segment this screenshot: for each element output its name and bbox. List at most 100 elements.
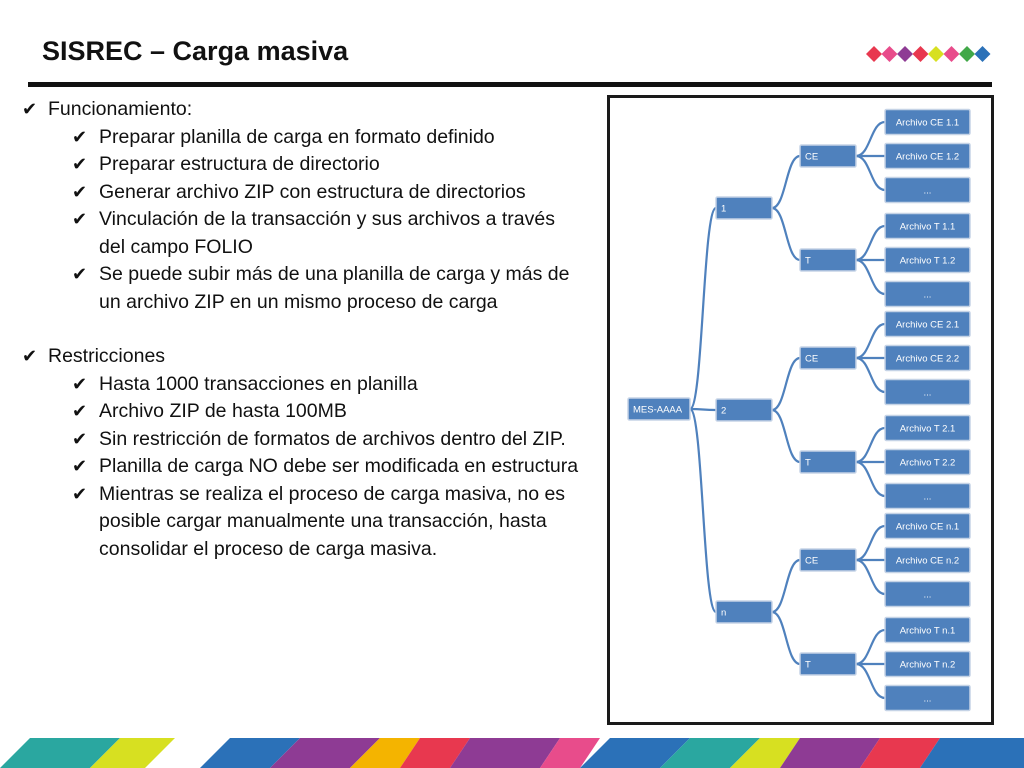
bullet-text: Funcionamiento:	[48, 98, 193, 120]
checkmark-icon: ✔	[72, 401, 88, 421]
brand-diamond	[943, 46, 960, 62]
svg-text:Archivo CE 1.1: Archivo CE 1.1	[896, 118, 959, 129]
svg-text:Archivo T 2.1: Archivo T 2.1	[900, 424, 956, 435]
brand-diamond	[912, 46, 929, 62]
checkmark-icon: ✔	[72, 181, 88, 202]
file-node: ...	[884, 176, 971, 204]
file-node: Archivo T n.1	[884, 616, 971, 644]
svg-text:n: n	[721, 608, 726, 619]
svg-text:1: 1	[721, 204, 726, 215]
brand-diamond	[928, 46, 944, 62]
svg-text:CE: CE	[805, 152, 818, 163]
tree-connector	[771, 408, 801, 464]
svg-text:T: T	[805, 458, 811, 469]
sub-bullet-item: ✔ Archivo ZIP de hasta 100MB	[20, 398, 580, 426]
svg-text:T: T	[805, 256, 811, 267]
root-folder-node: MES-AAAA	[627, 397, 691, 421]
svg-text:...: ...	[924, 590, 932, 601]
svg-text:Archivo CE 1.2: Archivo CE 1.2	[896, 152, 959, 163]
svg-text:Archivo CE n.1: Archivo CE n.1	[896, 522, 959, 533]
tree-connector	[771, 206, 801, 262]
file-node: ...	[884, 684, 971, 712]
checkmark-icon: ✔	[72, 126, 88, 147]
svg-text:...: ...	[924, 388, 932, 399]
bullet-text: Generar archivo ZIP con estructura de di…	[99, 180, 526, 203]
brand-diamond	[866, 46, 882, 62]
bullet-text: Sin restricción de formatos de archivos …	[99, 427, 566, 450]
svg-text:Archivo CE n.2: Archivo CE n.2	[896, 556, 959, 567]
tree-connector	[688, 206, 718, 411]
bullet-list: ✔Funcionamiento:✔Preparar planilla de ca…	[20, 96, 580, 563]
checkmark-icon: ✔	[72, 209, 88, 229]
checkmark-icon: ✔	[72, 264, 88, 284]
tree-connector	[855, 628, 886, 666]
bullet-text: Archivo ZIP de hasta 100MB	[99, 400, 347, 422]
tree-connector	[855, 524, 886, 562]
file-node: ...	[884, 580, 971, 608]
brand-diamond	[974, 46, 991, 62]
checkmark-icon: ✔	[72, 154, 88, 174]
svg-text:...: ...	[924, 694, 932, 705]
file-node: Archivo T 2.2	[884, 448, 971, 476]
subfolder-node: T	[799, 652, 857, 676]
bullet-text: Restricciones	[48, 345, 166, 367]
svg-text:Archivo T 1.1: Archivo T 1.1	[900, 222, 956, 233]
svg-text:MES-AAAA: MES-AAAA	[633, 405, 683, 416]
folder-node: 2	[715, 398, 773, 422]
svg-text:Archivo CE 2.2: Archivo CE 2.2	[896, 354, 959, 365]
file-node: Archivo T 2.1	[884, 414, 971, 442]
tree-connector	[771, 610, 801, 666]
sub-bullet-item: ✔ Se puede subir más de una planilla de c…	[20, 261, 580, 316]
svg-text:...: ...	[924, 186, 932, 197]
bullet-spacer	[20, 316, 580, 343]
file-node: Archivo T 1.2	[884, 246, 971, 274]
file-node: ...	[884, 378, 971, 406]
svg-text:Archivo T 1.2: Archivo T 1.2	[900, 256, 956, 267]
tree-connector	[855, 224, 886, 262]
bullet-text: Planilla de carga NO debe ser modificada…	[99, 455, 579, 477]
tree-connector	[855, 426, 886, 464]
sub-bullet-item: ✔Hasta 1000 transacciones en planilla	[20, 371, 580, 399]
file-node: Archivo CE 1.1	[884, 108, 971, 136]
checkmark-icon: ✔	[72, 373, 88, 394]
file-node: Archivo CE 2.2	[884, 344, 971, 372]
file-node: Archivo T 1.1	[884, 212, 971, 240]
checkmark-icon: ✔	[72, 456, 88, 476]
tree-connector	[855, 322, 886, 360]
brand-diamond	[959, 46, 975, 62]
sub-bullet-item: ✔ Generar archivo ZIP con estructura de d…	[20, 179, 580, 207]
checkmark-icon: ✔	[72, 483, 88, 504]
sub-bullet-item: ✔ Mientras se realiza el proceso de carga…	[20, 481, 580, 564]
tree-connector	[771, 154, 801, 210]
folder-node: 1	[715, 196, 773, 220]
bullet-text: Vinculación de la transacción y sus arch…	[99, 208, 555, 258]
subfolder-node: CE	[799, 548, 857, 572]
bullet-text: Preparar estructura de directorio	[99, 153, 380, 175]
sub-bullet-item: ✔ Vinculación de la transacción y sus arc…	[20, 206, 580, 261]
bullet-item: ✔Funcionamiento:	[20, 96, 580, 124]
tree-connector	[855, 662, 886, 700]
sub-bullet-item: ✔Sin restricción de formatos de archivos…	[20, 426, 580, 454]
slide-title: SISREC – Carga masiva	[42, 36, 349, 66]
tree-connector	[855, 558, 886, 596]
svg-text:CE: CE	[805, 556, 818, 567]
tree-connector	[771, 558, 801, 614]
file-node: Archivo CE n.2	[884, 546, 971, 574]
checkmark-icon: ✔	[22, 346, 38, 366]
bullet-text: Se puede subir más de una planilla de ca…	[99, 263, 570, 313]
footer-color-band	[0, 738, 1024, 768]
bullet-text: Preparar planilla de carga en formato de…	[99, 125, 495, 148]
brand-diamond	[881, 46, 898, 62]
folder-node: n	[715, 600, 773, 624]
tree-connector	[855, 154, 886, 192]
brand-diamonds-logo	[866, 46, 991, 62]
file-node: Archivo CE 2.1	[884, 310, 971, 338]
svg-text:2: 2	[721, 406, 726, 417]
sub-bullet-item: ✔ Preparar estructura de directorio	[20, 151, 580, 179]
sub-bullet-item: ✔ Planilla de carga NO debe ser modificad…	[20, 453, 580, 481]
subfolder-node: T	[799, 248, 857, 272]
bullet-text: Mientras se realiza el proceso de carga …	[99, 482, 566, 560]
svg-text:CE: CE	[805, 354, 818, 365]
brand-diamond	[897, 46, 913, 62]
